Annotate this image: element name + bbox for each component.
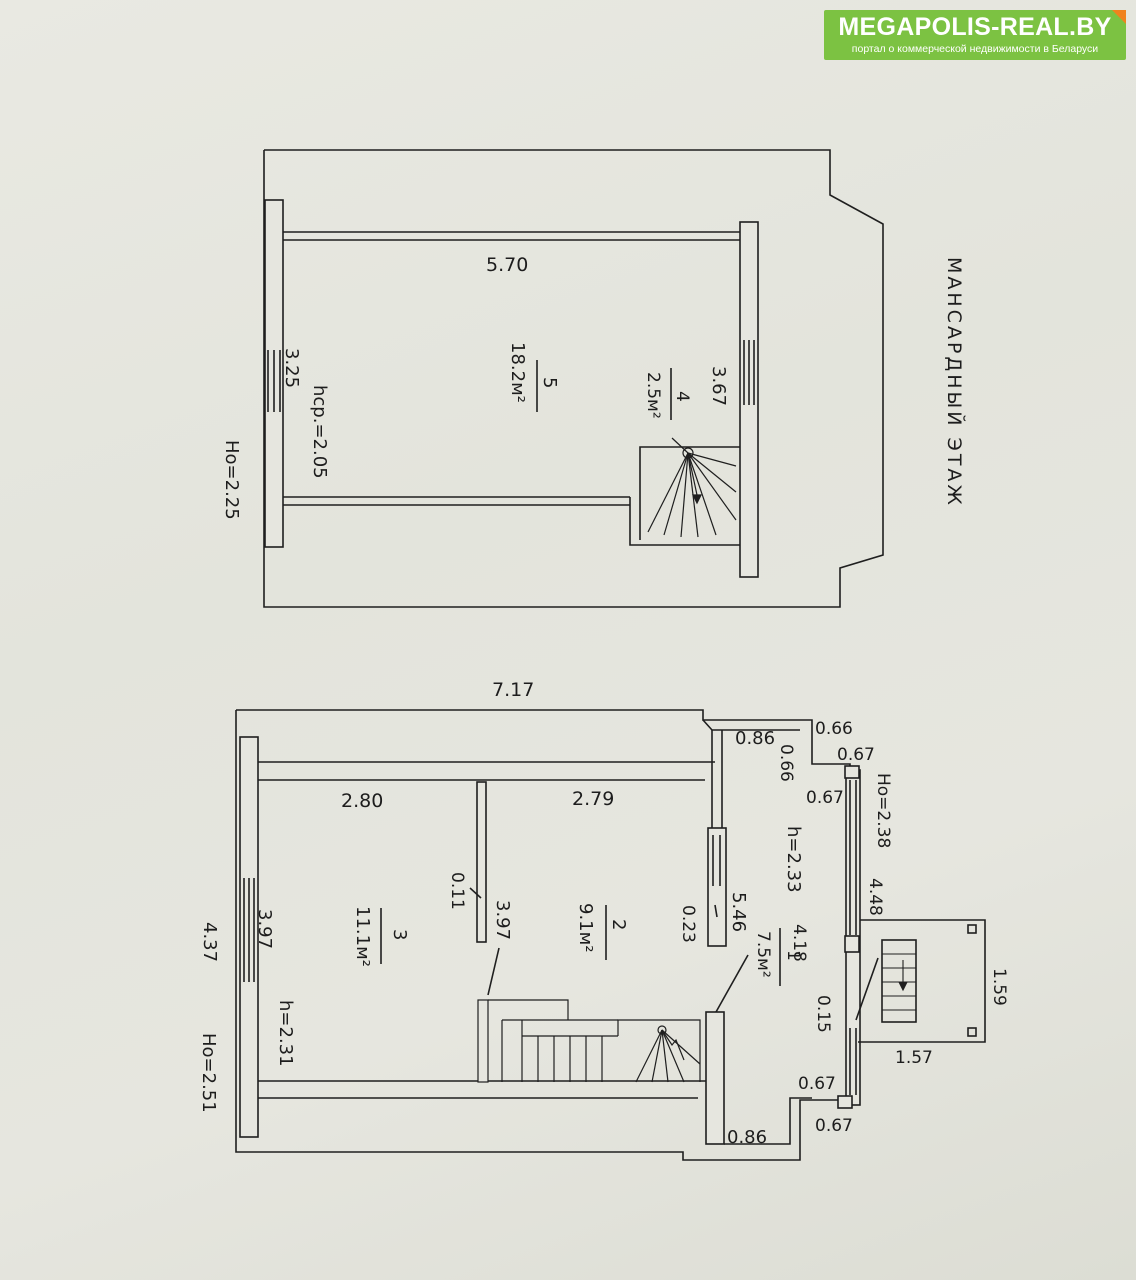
logo-subtitle: портал о коммерческой недвижимости в Бел… (851, 43, 1099, 55)
leader-room2-partition (487, 947, 500, 996)
floor1-wall-thickness: 0.23 (678, 905, 698, 943)
logo-title: MEGAPOLIS-REAL.BY (838, 13, 1112, 41)
floor1-partition-width: 3.97 (492, 900, 513, 940)
floor1-partition-3-2 (476, 781, 487, 943)
floor1-niche-top: 0.86 (735, 728, 775, 749)
floor1-hall-length: 5.46 (728, 892, 749, 932)
floor1-room1-number: 1 (783, 950, 803, 961)
floor1-dim-066-b: 0.66 (776, 744, 796, 782)
attic-room5-number: 5 (539, 377, 560, 388)
porch-steps (882, 953, 916, 1011)
floor1-room1-area: 7.5м² (753, 931, 773, 978)
leader-011 (469, 887, 482, 899)
attic-left-window (267, 350, 281, 412)
floor1-dim-067-c: 0.67 (798, 1074, 836, 1094)
floor1-outer-height-right: Ho=2.38 (873, 773, 893, 848)
porch-post-bottom (967, 1027, 977, 1037)
pillar-mid (844, 935, 860, 953)
floor1-room2-number: 2 (608, 919, 629, 930)
floor1-dim-066-a: 0.66 (815, 719, 853, 739)
attic-length-label: 5.70 (486, 254, 528, 276)
floor1-outer-height-left: Ho=2.51 (198, 1033, 219, 1113)
floor1-outer-width-left: 4.37 (199, 922, 220, 962)
floor1-porch-width: 1.59 (989, 968, 1009, 1006)
pillar-top (844, 765, 860, 779)
floor1-dim-067-d: 0.67 (815, 1116, 853, 1136)
floor1-room2-area: 9.1м² (575, 903, 596, 952)
site-logo[interactable]: MEGAPOLIS-REAL.BY портал о коммерческой … (824, 10, 1126, 60)
logo-corner-fold (1112, 10, 1126, 24)
floor1-lower-niche (724, 1097, 812, 1145)
attic-avg-height-label: hср.=2.05 (309, 385, 330, 479)
attic-room4-number: 4 (672, 391, 692, 402)
floor1-room3-area: 11.1м² (352, 906, 373, 967)
floor1-left-window (243, 878, 255, 982)
floor1-lower-right-wall (705, 1011, 725, 1145)
floor1-room2-length: 2.79 (572, 788, 614, 810)
floor1-dim-067-a: 0.67 (837, 745, 875, 765)
floor1-bottom-wall (258, 1080, 710, 1099)
attic-room5-area: 18.2м² (507, 342, 528, 403)
leader-room1 (715, 954, 749, 1013)
floor1-niche-bottom: 0.86 (727, 1127, 767, 1148)
floor1-outer-outline (235, 709, 851, 1161)
porch-leader (855, 957, 879, 1021)
attic-bottom-wall (283, 496, 630, 506)
porch-post-top (967, 924, 977, 934)
floor1-room3-number: 3 (389, 929, 410, 940)
attic-outer-height-label: Ho=2.25 (221, 440, 242, 520)
attic-top-wall (283, 231, 740, 241)
pillar-bottom (837, 1095, 853, 1109)
attic-right-window (743, 340, 755, 405)
leader-023 (714, 904, 718, 918)
floor1-inner-wall-right (707, 730, 727, 947)
floor1-right-window (849, 780, 857, 1095)
attic-stair-opening (629, 497, 740, 546)
floor1-room3-height: h=2.31 (275, 1000, 296, 1067)
floor1-porch-depth: 1.57 (895, 1048, 933, 1068)
floor1-overall-length: 7.17 (492, 679, 534, 701)
floor1-hall-width: 4.18 (789, 924, 809, 962)
floor1-straight-stair (477, 999, 701, 1083)
floor1-partition-thickness: 0.11 (447, 872, 467, 910)
attic-room4-area: 2.5м² (643, 372, 663, 419)
floor1-hall-height: h=2.33 (783, 826, 804, 893)
floor1-room3-length: 2.80 (341, 790, 383, 812)
floor1-bay-width: 4.48 (865, 878, 885, 916)
floor1-top-wall (258, 761, 715, 781)
floor1-dim-067-b: 0.67 (806, 788, 844, 808)
attic-width-left-label: 3.25 (281, 348, 302, 388)
floor1-room3-width: 3.97 (254, 909, 275, 949)
attic-width-right-label: 3.67 (708, 366, 729, 406)
attic-winding-stair (647, 437, 737, 538)
attic-stair-box (639, 446, 740, 540)
porch-stair (881, 939, 917, 1023)
attic-outer-outline (263, 149, 884, 608)
floor1-porch-offset: 0.15 (813, 995, 833, 1033)
attic-floor-caption: МАНСАРДНЫЙ ЭТАЖ (943, 257, 966, 508)
porch-outline (858, 919, 986, 1043)
